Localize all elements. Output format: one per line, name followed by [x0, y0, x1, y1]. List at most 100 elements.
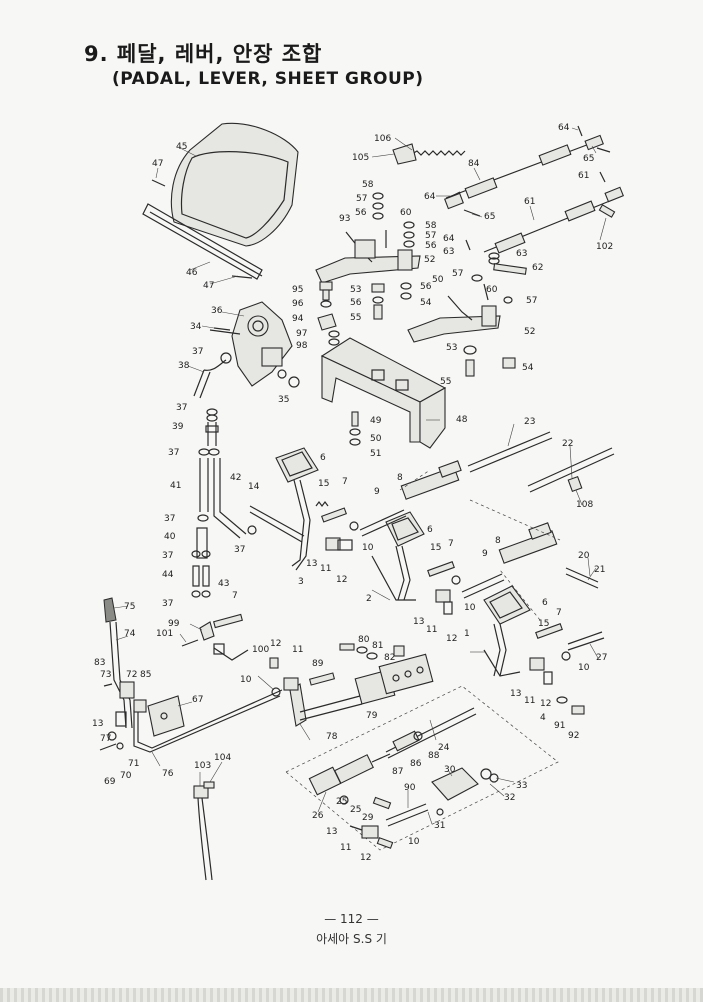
callout-12: 12 [360, 853, 371, 863]
callout-48: 48 [456, 415, 468, 425]
master-cylinders [359, 431, 615, 621]
callout-27: 27 [596, 653, 607, 663]
callout-56: 56 [425, 241, 437, 251]
callout-37: 37 [168, 448, 179, 458]
callout-61: 61 [578, 171, 589, 181]
callout-58: 58 [362, 180, 374, 190]
callout-9: 9 [482, 549, 488, 559]
cable-boot-b [538, 144, 572, 166]
callout-13: 13 [326, 827, 337, 837]
callout-77: 77 [100, 734, 111, 744]
callout-58: 58 [425, 221, 437, 231]
callout-6: 6 [427, 525, 433, 535]
callout-97: 97 [296, 329, 307, 339]
callout-20: 20 [578, 551, 590, 561]
leader-lines [113, 127, 607, 825]
callout-42: 42 [230, 473, 241, 483]
callout-67: 67 [192, 695, 203, 705]
callout-85: 85 [140, 670, 151, 680]
callout-93: 93 [339, 214, 350, 224]
callout-90: 90 [404, 783, 416, 793]
cable-boot-c [494, 232, 526, 254]
callout-22: 22 [562, 439, 573, 449]
callout-53: 53 [446, 343, 457, 353]
callout-105: 105 [352, 153, 369, 163]
callout-63: 63 [443, 247, 454, 257]
callout-84: 84 [468, 159, 480, 169]
callout-10: 10 [362, 543, 374, 553]
callout-63: 63 [516, 249, 527, 259]
hose-pipes [191, 408, 257, 598]
callout-79: 79 [366, 711, 378, 721]
seat-assembly [142, 122, 299, 280]
callout-64: 64 [424, 192, 436, 202]
callout-76: 76 [162, 769, 174, 779]
callout-43: 43 [218, 579, 229, 589]
callout-95: 95 [292, 285, 303, 295]
callout-104: 104 [214, 753, 231, 763]
callout-12: 12 [446, 634, 457, 644]
callout-44: 44 [162, 570, 174, 580]
callout-32: 32 [504, 793, 515, 803]
callout-31: 31 [434, 821, 445, 831]
callout-37: 37 [162, 551, 173, 561]
callout-7: 7 [448, 539, 454, 549]
callout-96: 96 [292, 299, 304, 309]
callout-61: 61 [524, 197, 535, 207]
callout-3: 3 [298, 577, 304, 587]
callout-45: 45 [176, 142, 187, 152]
callout-75: 75 [124, 602, 135, 612]
callout-11: 11 [292, 645, 303, 655]
callout-11: 11 [524, 696, 535, 706]
slave-cylinder-group [285, 685, 559, 851]
return-spring [411, 150, 466, 156]
pedal-upper [249, 447, 359, 571]
pedal-middle [371, 511, 461, 615]
callout-41: 41 [170, 481, 181, 491]
callout-7: 7 [342, 477, 348, 487]
callout-50: 50 [432, 275, 444, 285]
seat-cushion [180, 151, 289, 239]
callout-1: 1 [464, 629, 470, 639]
callout-56: 56 [355, 208, 367, 218]
hand-lever-assembly [99, 597, 283, 753]
callout-35: 35 [278, 395, 289, 405]
callout-21: 21 [594, 565, 605, 575]
callout-65: 65 [484, 212, 495, 222]
callout-74: 74 [124, 629, 136, 639]
callout-56: 56 [420, 282, 432, 292]
callout-labels: 106 105 64 65 84 61 58 57 56 60 93 64 65… [92, 123, 613, 863]
callout-30: 30 [444, 765, 456, 775]
page-title-english: (PADAL, LEVER, SHEET GROUP) [112, 69, 424, 89]
callout-80: 80 [358, 635, 370, 645]
callout-37: 37 [234, 545, 245, 555]
callout-89: 89 [312, 659, 324, 669]
callout-47: 47 [152, 159, 163, 169]
callout-11: 11 [340, 843, 351, 853]
linkage-rods [181, 613, 249, 661]
callout-106: 106 [374, 134, 391, 144]
callout-7: 7 [232, 591, 238, 601]
callout-29: 29 [362, 813, 374, 823]
throttle-cable [193, 781, 215, 881]
callout-36: 36 [211, 306, 223, 316]
callout-54: 54 [522, 363, 534, 373]
cable-boot-d [564, 200, 596, 222]
callout-39: 39 [172, 422, 184, 432]
callout-69: 69 [104, 777, 116, 787]
cable-boot-a [464, 177, 498, 199]
seat-shell [170, 122, 299, 247]
callout-52: 52 [524, 327, 535, 337]
callout-92: 92 [568, 731, 579, 741]
callout-10: 10 [408, 837, 420, 847]
callout-34: 34 [190, 322, 202, 332]
callout-55: 55 [440, 377, 451, 387]
callout-81: 81 [372, 641, 383, 651]
callout-60: 60 [400, 208, 412, 218]
callout-102: 102 [596, 242, 613, 252]
callout-91: 91 [554, 721, 565, 731]
callout-98: 98 [296, 341, 308, 351]
seat-rail [142, 203, 263, 280]
